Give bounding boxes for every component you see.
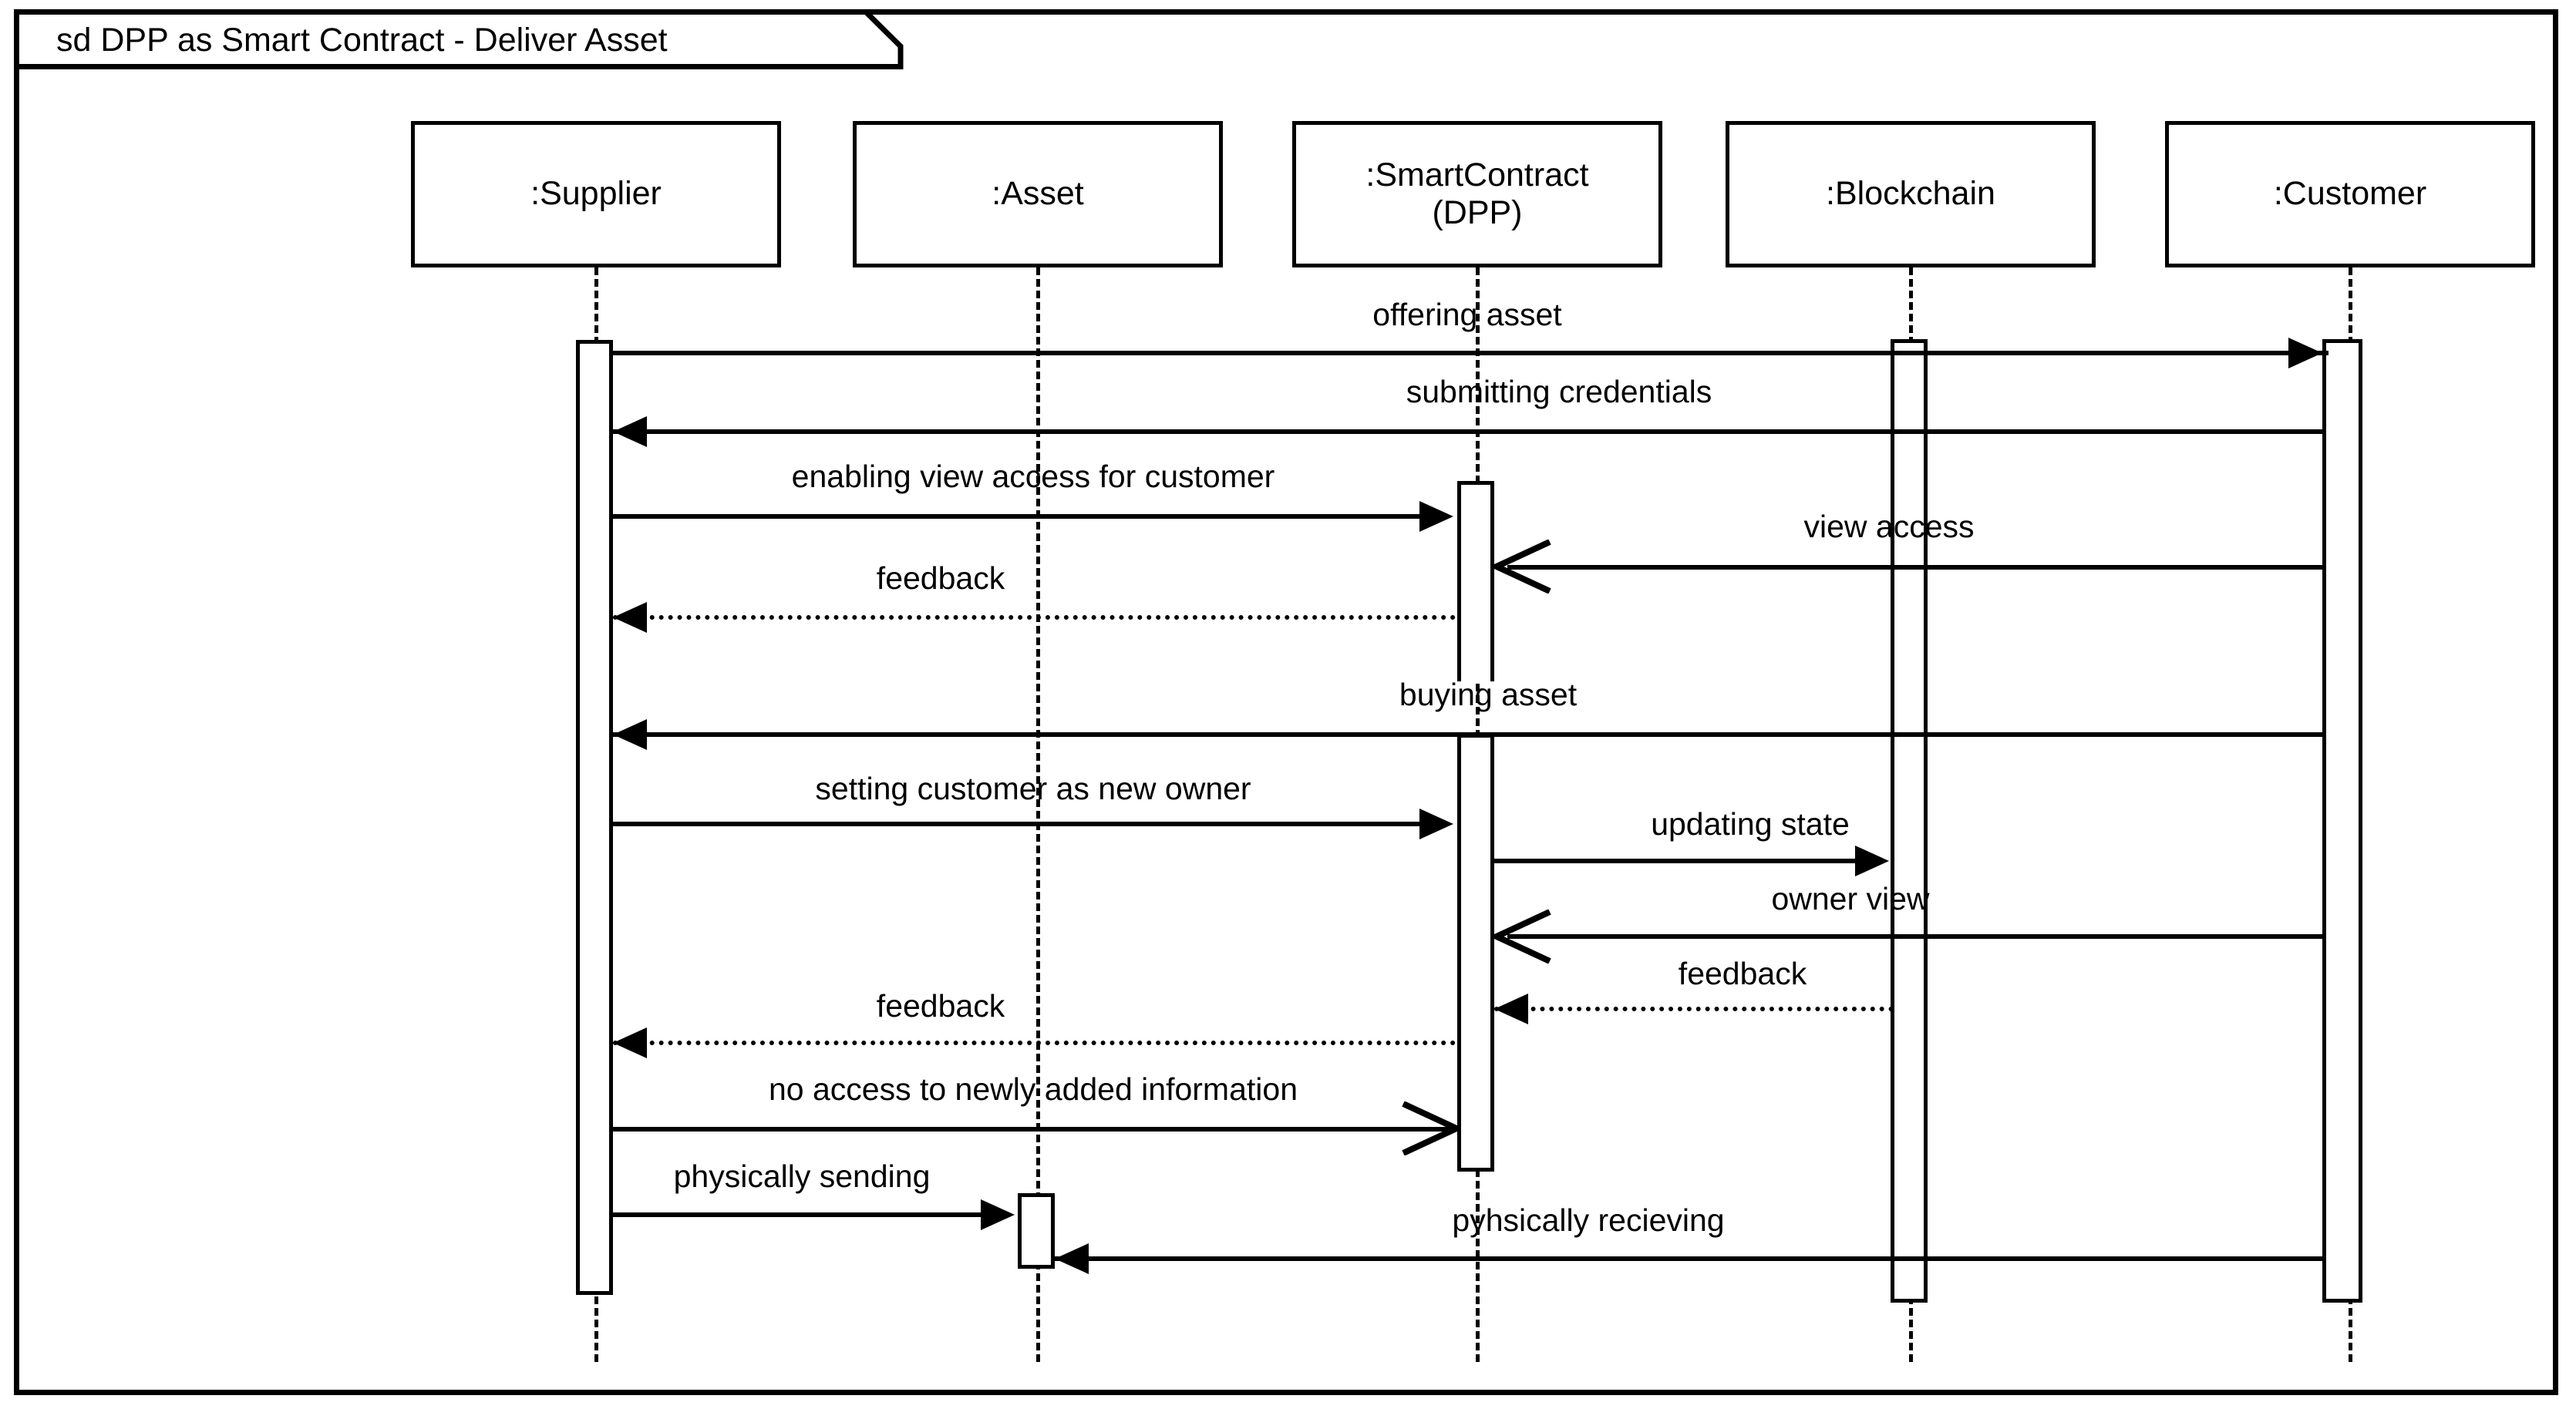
message-label-submitting-credentials: submitting credentials <box>1406 374 1712 409</box>
message-label-pyhsically-recieving: pyhsically recieving <box>1452 1202 1725 1238</box>
lifeline-label-smartcontract: :SmartContract (DPP) <box>1365 156 1588 233</box>
lifeline-asset <box>1036 267 1040 1362</box>
message-line-pyhsically-recieving[interactable] <box>1055 1256 2325 1261</box>
lifeline-head-smartcontract[interactable]: :SmartContract (DPP) <box>1292 121 1662 267</box>
message-line-submitting-credentials[interactable] <box>613 429 2324 434</box>
lifeline-label-asset: :Asset <box>992 175 1084 213</box>
message-arrowhead-feedback-1 <box>613 602 647 633</box>
message-label-buying-asset: buying asset <box>1399 677 1578 712</box>
message-label-feedback-2: feedback <box>1678 956 1807 991</box>
message-label-no-access: no access to newly added information <box>768 1071 1298 1107</box>
message-line-no-access[interactable] <box>613 1127 1450 1132</box>
lifeline-label-supplier: :Supplier <box>530 175 662 213</box>
message-arrowhead-updating-state <box>1855 846 1889 876</box>
message-arrowhead-submitting-credentials <box>613 416 647 447</box>
message-label-updating-state: updating state <box>1651 806 1850 842</box>
activation-customer[interactable] <box>2322 339 2362 1303</box>
message-arrowhead-feedback-2 <box>1494 994 1528 1024</box>
message-line-updating-state[interactable] <box>1494 859 1868 863</box>
message-line-feedback-1[interactable] <box>613 615 1456 620</box>
message-arrowhead-buying-asset <box>613 719 647 750</box>
message-label-setting-customer-owner: setting customer as new owner <box>815 771 1251 806</box>
message-line-buying-asset[interactable] <box>613 732 2324 737</box>
activation-asset[interactable] <box>1018 1193 1055 1269</box>
message-label-enabling-view-access: enabling view access for customer <box>791 459 1275 494</box>
lifeline-head-blockchain[interactable]: :Blockchain <box>1726 121 2096 267</box>
message-line-feedback-3[interactable] <box>613 1041 1456 1045</box>
message-line-physically-sending[interactable] <box>613 1212 983 1217</box>
message-arrowhead-offering-asset <box>2288 338 2322 368</box>
lifeline-label-smartcontract-line2: (DPP) <box>1432 194 1523 231</box>
message-arrowhead-enabling-view-access <box>1419 501 1453 532</box>
message-arrowhead-physically-sending <box>981 1199 1015 1230</box>
lifeline-label-smartcontract-line1: :SmartContract <box>1365 156 1589 193</box>
lifeline-head-customer[interactable]: :Customer <box>2165 121 2535 267</box>
message-label-physically-sending: physically sending <box>673 1158 931 1194</box>
message-label-feedback-3: feedback <box>876 988 1005 1024</box>
frame-tag: sd DPP as Smart Contract - Deliver Asset <box>14 9 928 69</box>
message-arrowhead-feedback-3 <box>613 1027 647 1058</box>
lifeline-head-asset[interactable]: :Asset <box>853 121 1223 267</box>
message-line-enabling-view-access[interactable] <box>613 514 1423 519</box>
message-arrowhead-pyhsically-recieving <box>1055 1243 1089 1274</box>
lifeline-head-supplier[interactable]: :Supplier <box>411 121 781 267</box>
activation-supplier[interactable] <box>576 340 613 1295</box>
message-line-view-access[interactable] <box>1507 565 2325 570</box>
message-label-feedback-1: feedback <box>876 560 1005 596</box>
frame-tag-label: sd DPP as Smart Contract - Deliver Asset <box>56 22 668 59</box>
message-line-feedback-2[interactable] <box>1494 1007 1894 1011</box>
message-line-offering-asset[interactable] <box>613 351 2329 355</box>
activation-smartcontract-2[interactable] <box>1457 734 1494 1172</box>
message-label-view-access: view access <box>1803 509 1975 544</box>
message-line-owner-view[interactable] <box>1507 934 2325 939</box>
message-arrowhead-setting-customer-owner <box>1419 809 1453 839</box>
message-label-owner-view: owner view <box>1771 881 1930 916</box>
lifeline-label-customer: :Customer <box>2273 175 2427 213</box>
message-label-offering-asset: offering asset <box>1372 297 1562 332</box>
activation-smartcontract-1[interactable] <box>1457 481 1494 681</box>
frame-tag-shape <box>14 9 904 69</box>
activation-blockchain[interactable] <box>1891 339 1928 1303</box>
lifeline-label-blockchain: :Blockchain <box>1826 175 1995 213</box>
message-line-setting-customer-owner[interactable] <box>613 822 1423 826</box>
